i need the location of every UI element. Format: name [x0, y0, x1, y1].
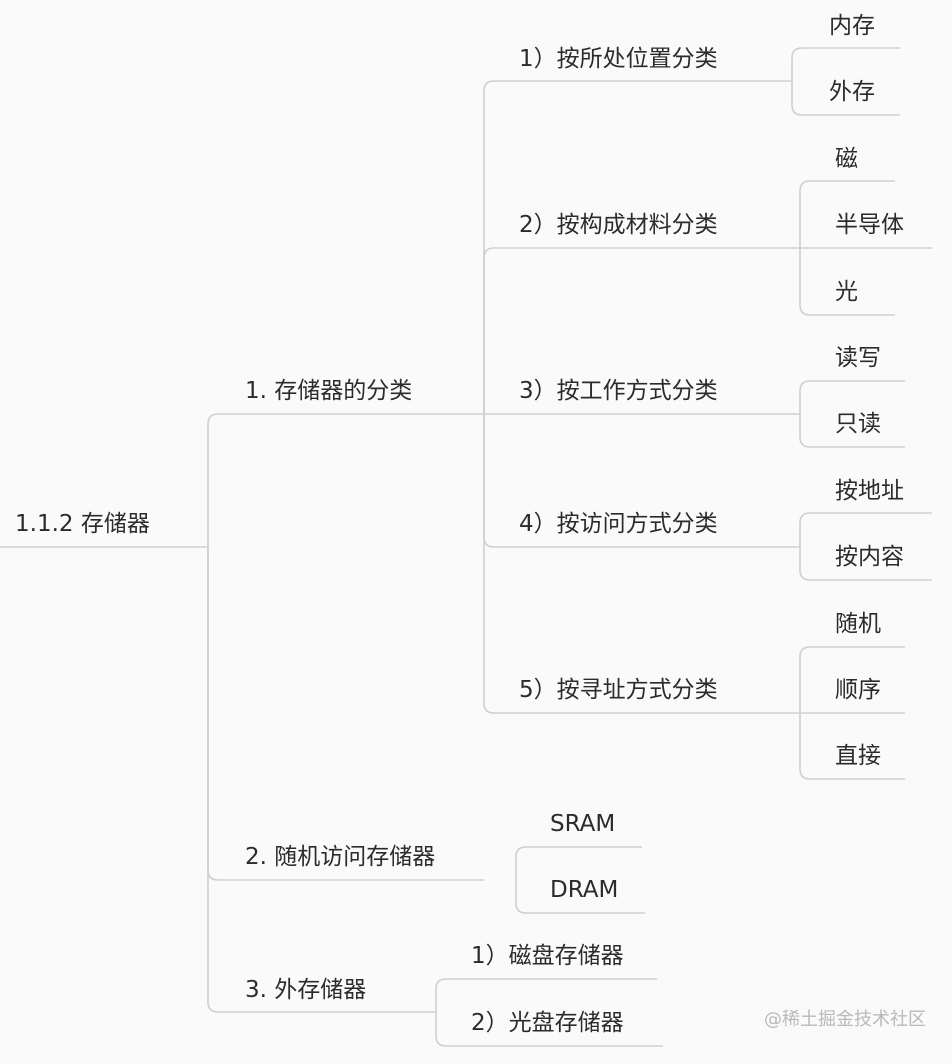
edge-root-classify: [207, 413, 446, 547]
leaf-external-memory: 外存: [829, 79, 875, 105]
leaf-optical: 光: [835, 279, 858, 305]
edge-material-optical: [799, 248, 895, 316]
edge-work-readwrite: [799, 380, 905, 414]
leaf-random: 随机: [835, 611, 881, 637]
edge-addressing-random: [799, 646, 905, 713]
node-by-access-mode: 4）按访问方式分类: [519, 511, 718, 537]
edge-location-external: [791, 81, 900, 116]
leaf-read-only: 只读: [835, 411, 881, 437]
leaf-sequential: 顺序: [835, 677, 881, 703]
edge-ram-sram: [515, 846, 642, 880]
watermark: @稀土掘金技术社区: [764, 1009, 926, 1030]
leaf-dram: DRAM: [550, 877, 619, 903]
edge-location-internal: [791, 47, 900, 81]
edge-external-optical: [435, 1012, 663, 1047]
edge-access-content: [799, 547, 932, 581]
edge-work-readonly: [799, 414, 905, 448]
leaf-disk-storage: 1）磁盘存储器: [471, 943, 624, 969]
edge-root-ram: [207, 547, 484, 881]
leaf-internal-memory: 内存: [829, 13, 875, 39]
root-node: 1.1.2 存储器: [15, 511, 150, 537]
edge-addressing-direct: [799, 713, 905, 780]
leaf-read-write: 读写: [835, 345, 881, 371]
edge-ram-dram: [515, 880, 645, 914]
edge-material-magnetic: [799, 180, 895, 248]
edge-classify-material: [483, 247, 800, 414]
edge-classify-addressing: [483, 414, 800, 714]
node-external-storage: 3. 外存储器: [245, 977, 367, 1003]
node-by-material: 2）按构成材料分类: [519, 212, 718, 238]
leaf-semiconductor: 半导体: [835, 212, 904, 238]
leaf-optical-disc-storage: 2）光盘存储器: [471, 1010, 624, 1036]
edge-classify-location: [483, 80, 792, 414]
leaf-by-content: 按内容: [835, 544, 904, 570]
edge-external-disk: [435, 978, 657, 1012]
node-storage-classification: 1. 存储器的分类: [245, 378, 413, 404]
leaf-sram: SRAM: [550, 811, 616, 837]
node-by-addressing-mode: 5）按寻址方式分类: [519, 677, 718, 703]
node-by-location: 1）按所处位置分类: [519, 46, 718, 72]
leaf-direct: 直接: [835, 743, 881, 769]
edge-root-external: [207, 547, 436, 1013]
leaf-by-address: 按地址: [835, 478, 904, 504]
node-random-access-memory: 2. 随机访问存储器: [245, 844, 436, 870]
edge-access-address: [799, 512, 932, 547]
leaf-magnetic: 磁: [835, 146, 858, 172]
node-by-work-mode: 3）按工作方式分类: [519, 378, 718, 404]
